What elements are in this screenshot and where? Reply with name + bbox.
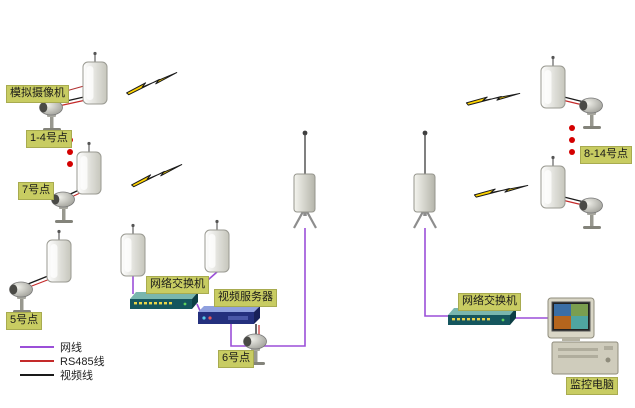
wireless-ap-5 xyxy=(204,219,230,273)
antenna-mast-left xyxy=(292,128,318,230)
ellipsis-dots-right xyxy=(569,125,575,155)
label-analog-camera: 模拟摄像机 xyxy=(6,85,69,103)
wireless-ap-1 xyxy=(82,51,108,105)
legend-label-rs485: RS485线 xyxy=(60,355,105,368)
ptz-camera-points-8-14-b xyxy=(579,197,603,230)
label-points-8-14: 8-14号点 xyxy=(580,146,633,164)
legend-item-video-line: 视频线 xyxy=(20,369,105,382)
wireless-link-bolt-2 xyxy=(129,164,184,188)
legend-label-video-line: 视频线 xyxy=(60,369,93,382)
legend-item-rs485: RS485线 xyxy=(20,355,105,368)
wireless-link-bolt-3 xyxy=(465,87,521,111)
label-point-6: 6号点 xyxy=(218,350,255,368)
rs485-swatch xyxy=(20,359,54,362)
video-line-swatch xyxy=(20,373,54,376)
label-video-server: 视频服务器 xyxy=(214,289,277,307)
wireless-link-bolt-4 xyxy=(473,179,529,203)
label-network-switch-left: 网络交换机 xyxy=(146,276,209,294)
wireless-ap-2 xyxy=(76,141,102,195)
network-cable-swatch xyxy=(20,345,54,348)
label-point-7: 7号点 xyxy=(18,182,55,200)
wireless-link-bolt-1 xyxy=(124,72,179,96)
wireless-ap-3 xyxy=(46,229,72,283)
legend-item-network-cable: 网线 xyxy=(20,341,105,354)
ptz-camera-point-7 xyxy=(51,191,75,224)
wireless-ap-7 xyxy=(540,155,566,209)
network-switch-left xyxy=(130,292,198,309)
antenna-mast-right xyxy=(412,128,438,230)
label-points-1-4: 1-4号点 xyxy=(26,130,72,148)
label-monitor-pc: 监控电脑 xyxy=(566,377,618,395)
wireless-ap-6 xyxy=(540,55,566,109)
wire-legend: 网线 RS485线 视频线 xyxy=(20,341,105,382)
label-network-switch-right: 网络交换机 xyxy=(458,293,521,311)
ptz-camera-point-5 xyxy=(9,281,33,314)
label-point-5: 5号点 xyxy=(6,312,43,330)
video-server xyxy=(198,306,260,324)
wireless-ap-4 xyxy=(120,223,146,277)
ptz-camera-points-8-14-a xyxy=(579,97,603,130)
monitoring-computer xyxy=(547,297,619,375)
legend-label-network-cable: 网线 xyxy=(60,341,82,354)
ptz-camera-points-1-4 xyxy=(39,99,63,132)
